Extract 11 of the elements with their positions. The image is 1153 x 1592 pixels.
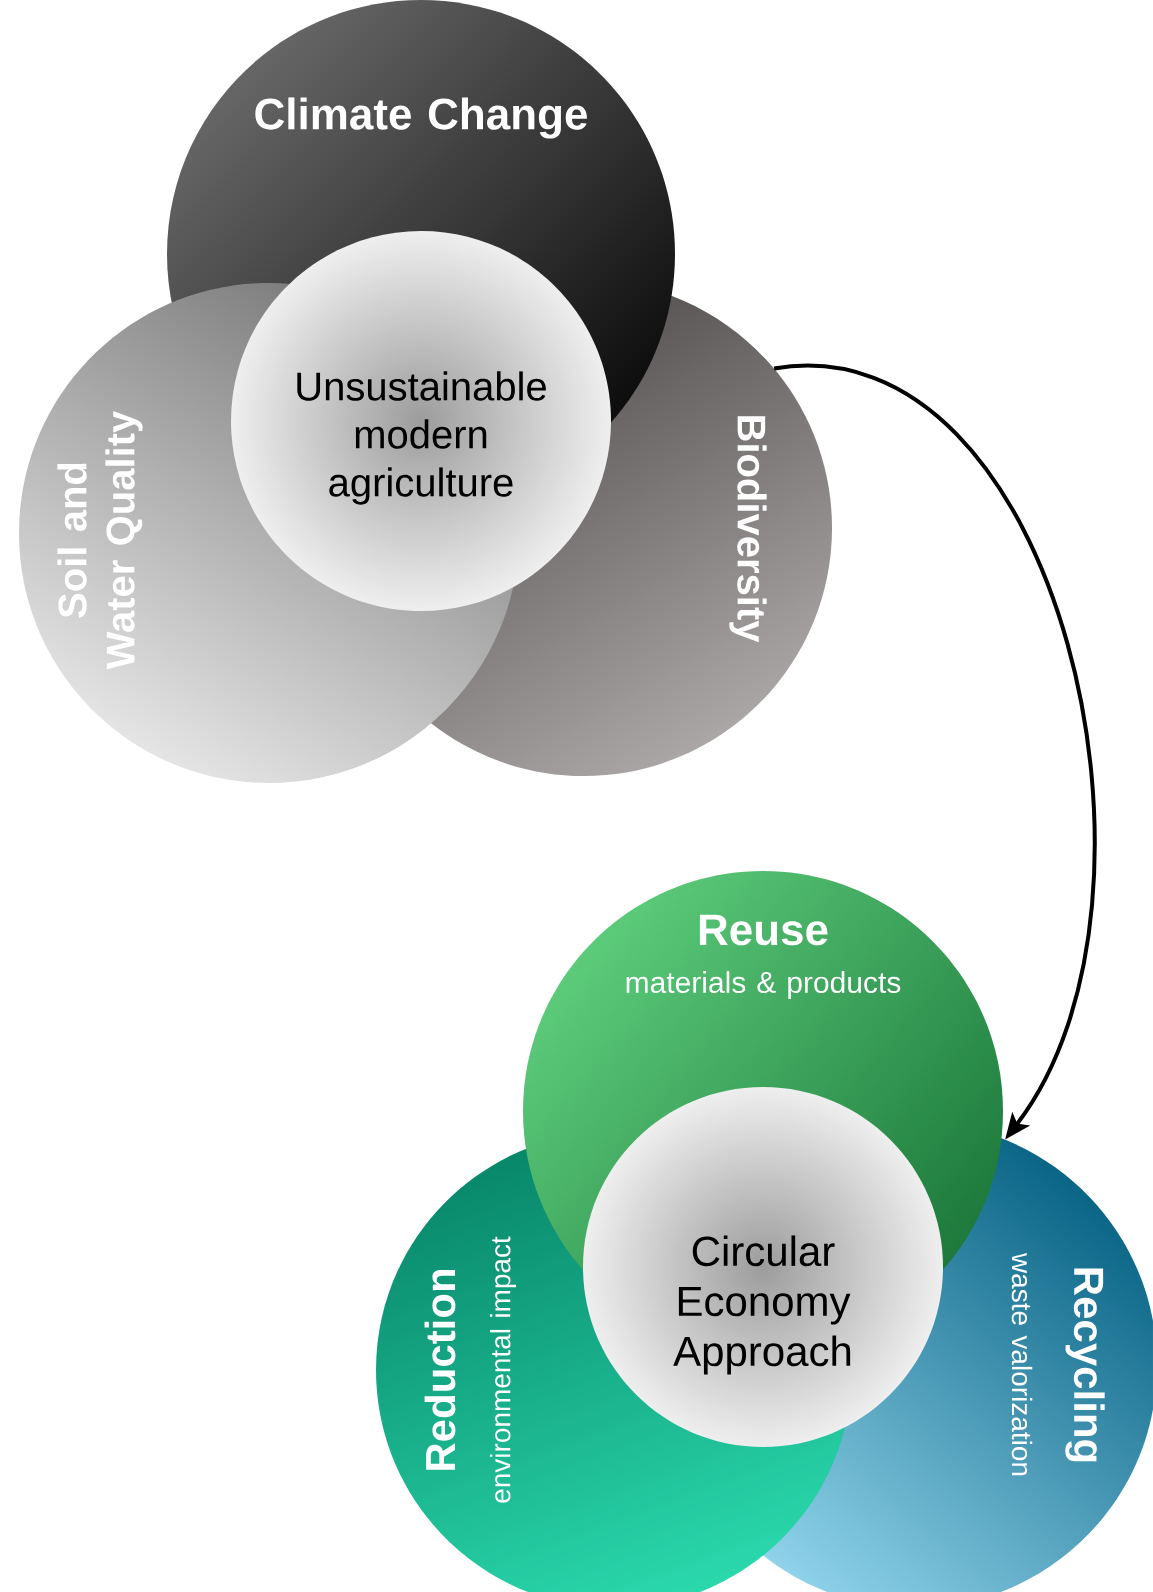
center-label: Unsustainable modern agriculture [297, 371, 546, 505]
circle-subtitle: environmental impact [489, 1236, 517, 1503]
circle-title: Reduction [424, 1269, 456, 1470]
circle-title: Soil and Water Quality [57, 410, 143, 670]
center-label: Circular Economy Approach [673, 1235, 851, 1375]
circle-title: Recycling [1065, 1268, 1105, 1462]
circle-subtitle: waste valorization [1011, 1252, 1033, 1476]
circle-title: Biodiversity [729, 416, 767, 643]
circle-title: Climate Change [255, 97, 587, 139]
circle-title: Reuse [699, 914, 828, 946]
circle-subtitle: materials & products [626, 971, 901, 999]
